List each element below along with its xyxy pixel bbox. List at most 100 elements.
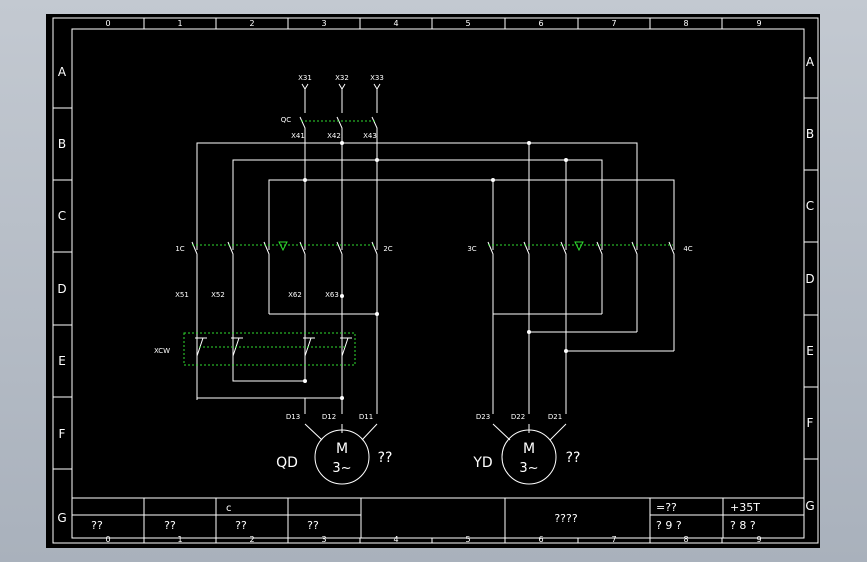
motor-terminal-label: D21 [548,413,562,421]
row-label: D [805,272,814,286]
motor-qd-m: M [336,441,348,457]
col-label: 9 [756,535,761,544]
mid-labels: X51 X52 X62 X63 [175,291,339,299]
row-label: B [806,127,814,141]
col-label: 8 [683,19,688,28]
terminal-label: X43 [363,132,377,140]
motor-yd-leads [492,423,567,441]
title-top-right-1: =?? [656,501,677,514]
col-label: 9 [756,19,761,28]
supply-terminals [299,83,381,250]
row-label: F [59,427,66,441]
col-label: 6 [538,19,543,28]
junction-dots [303,141,568,400]
motor-terminal-label: D11 [359,413,373,421]
wire-label: X51 [175,291,189,299]
right-group-wiring [493,313,674,352]
contactor-label-3c: 3C [467,245,476,253]
terminal-label: X33 [370,74,384,82]
motor-terminal-label: D12 [322,413,336,421]
motor-qd-leads [304,254,378,441]
drawing-background [46,14,820,548]
column-ticks [143,18,723,543]
motor-yd-extra: ?? [566,450,581,466]
contactor-contacts [191,241,675,414]
wire-label: X52 [211,291,225,299]
title-block-lines [72,497,804,538]
col-label: 5 [465,19,470,28]
motor-yd-phase: 3~ [519,461,538,476]
motor-yd-name: YD [472,455,492,471]
supply-terminal-labels: X31 X32 X33 X41 X42 X43 QC [281,74,384,140]
col-label: 5 [465,535,470,544]
title-cell: ?? [235,519,247,532]
row-label: C [806,199,814,213]
col-label: 4 [393,19,398,28]
qc-label: QC [281,116,292,124]
col-label: 3 [321,535,326,544]
column-labels-bottom: 0 1 2 3 4 5 6 7 8 9 [105,535,761,544]
wire-label: X63 [325,291,339,299]
interlock-triangle-right [574,241,584,252]
col-label: 1 [177,535,182,544]
motor-terminal-label: D13 [286,413,300,421]
col-label: 8 [683,535,688,544]
inner-frame [71,28,805,539]
motor-qd-phase: 3~ [332,461,351,476]
row-ticks [53,97,818,470]
contactor-label-2c: 2C [383,245,392,253]
col-label: 0 [105,19,110,28]
row-label: D [57,282,66,296]
col-label: 3 [321,19,326,28]
row-label: C [58,209,66,223]
motor-yd-circle [501,429,557,485]
switch-enclosure [183,332,356,366]
switch-label: XCW [154,347,170,355]
title-cell: ?? [164,519,176,532]
row-label: F [807,416,814,430]
terminal-label: X32 [335,74,349,82]
title-bottom-row: ?? ?? ?? ?? [91,519,319,532]
title-cell: ?? [91,519,103,532]
col-label: 2 [249,19,254,28]
motor-qd-circle [314,429,370,485]
row-labels-right: A B C D E F G [805,55,815,513]
contactor-label-4c: 4C [683,245,692,253]
column-labels-top: 0 1 2 3 4 5 6 7 8 9 [105,19,761,28]
col-label: 7 [611,535,616,544]
title-top-right-2: +35T [730,501,760,514]
row-label: G [57,511,66,525]
title-cell-c: c [226,503,232,514]
row-label: B [58,137,66,151]
col-label: 7 [611,19,616,28]
row-labels-left: A B C D E F G [57,65,67,525]
title-bottom-right-2: ? 8 ? [730,519,756,532]
motor-qd-extra: ?? [378,450,393,466]
row-label: A [806,55,815,69]
contactor-label-1c: 1C [175,245,184,253]
row-label: E [58,354,66,368]
motor-terminal-label: D22 [511,413,525,421]
title-center: ???? [554,512,578,525]
motor-yd-m: M [523,441,535,457]
row-label: E [806,344,814,358]
col-label: 6 [538,535,543,544]
motor-terminal-label: D23 [476,413,490,421]
title-cell: ?? [307,519,319,532]
outer-frame [52,17,819,544]
terminal-label: X31 [298,74,312,82]
col-label: 0 [105,535,110,544]
col-label: 4 [393,535,398,544]
motor-qd-terminals: D13 D12 D11 [286,413,373,421]
wire-label: X62 [288,291,302,299]
terminal-label: X41 [291,132,305,140]
interlock-triangle-left [278,241,288,252]
row-label: A [58,65,67,79]
terminal-label: X42 [327,132,341,140]
col-label: 2 [249,535,254,544]
contactor-labels: 1C 2C 3C 4C [175,245,692,253]
col-label: 1 [177,19,182,28]
motor-yd-terminals: D23 D22 D21 [476,413,562,421]
title-bottom-right-1: ? 9 ? [656,519,682,532]
